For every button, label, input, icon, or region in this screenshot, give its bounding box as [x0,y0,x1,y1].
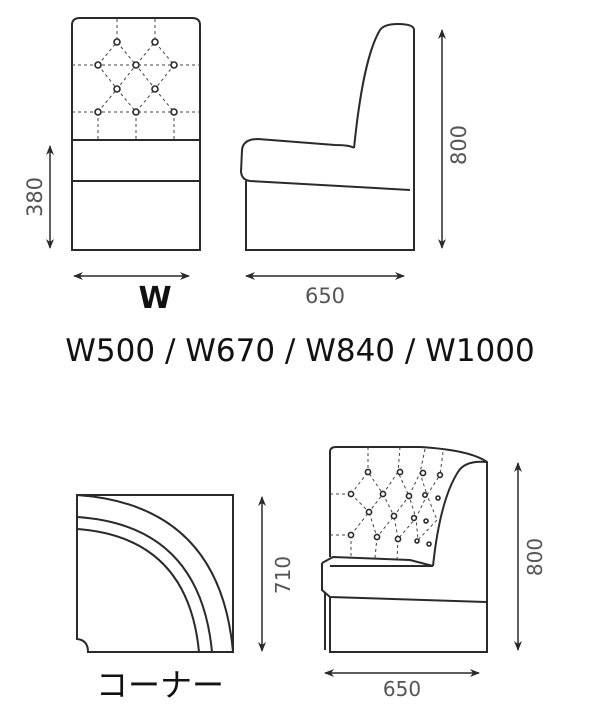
height-label: 800 [447,125,471,165]
width-dimension: W [73,272,190,316]
side-view [239,22,415,251]
corner-plan-view [76,494,234,653]
height-dimension: 800 [438,29,471,249]
seat-height-dimension: 380 [23,145,54,249]
corner-size-dimension: 710 [258,496,295,652]
seat-height-label: 380 [23,177,47,217]
width-label: W [138,281,171,316]
width-options: W500 / W670 / W840 / W1000 [65,333,534,369]
corner-height-dimension: 800 [514,462,547,651]
depth-dimension: 650 [245,272,405,308]
front-view [71,17,201,251]
corner-depth-label: 650 [383,677,421,701]
corner-height-label: 800 [523,538,547,576]
corner-side-view [321,446,488,653]
corner-depth-dimension: 650 [324,669,480,701]
corner-size-label: 710 [271,556,295,594]
depth-label: 650 [305,284,345,308]
tufting-pattern [72,19,200,140]
corner-label: コーナー [96,666,224,704]
